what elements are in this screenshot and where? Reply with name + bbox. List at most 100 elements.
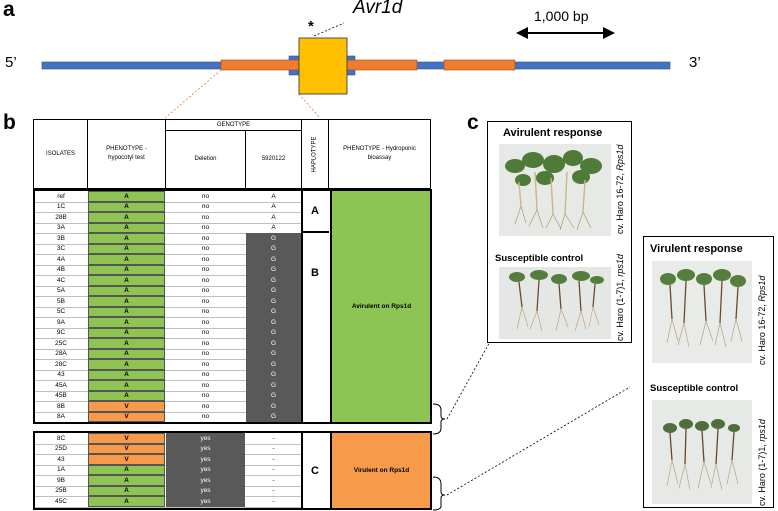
- deletion-cell: no: [201, 392, 210, 400]
- phenotype-cell: A: [88, 212, 165, 223]
- phenotype-cell: A: [88, 496, 165, 507]
- deletion-cell: no: [201, 308, 210, 316]
- deletion-cell: yes: [166, 485, 245, 496]
- snp-cell: G: [246, 317, 301, 328]
- phenotype-cell: A: [88, 306, 165, 317]
- phenotype-cell: A: [88, 233, 165, 244]
- snp-cell: G: [246, 380, 301, 391]
- avirulent-response-panel: Avirulent response Susceptible control: [487, 121, 632, 343]
- virulent-title: Virulent response: [650, 243, 743, 255]
- snp-cell: G: [246, 401, 301, 412]
- phenotype-cell: A: [88, 201, 165, 212]
- row-divider: [35, 285, 301, 287]
- hydroponic-virulent: Virulent on Rps1d: [330, 433, 431, 508]
- avirulent-top-cultivar-label: cv. Haro 16-72, Rps1d: [615, 144, 625, 234]
- row-divider: [35, 317, 301, 318]
- scale-arrow-left: [516, 27, 528, 39]
- isolate-cell: 5C: [56, 308, 66, 316]
- deletion-cell: no: [201, 192, 210, 200]
- phenotype-cell: A: [88, 348, 165, 359]
- row-divider: [35, 506, 301, 508]
- avr1d-leader: [313, 22, 345, 37]
- phenotype-cell: A: [88, 485, 165, 496]
- phenotype-cell: A: [88, 390, 165, 401]
- avr1d-box: [298, 37, 348, 95]
- gene-map: [41, 22, 671, 119]
- row-divider: [35, 369, 301, 371]
- phenotype-cell: A: [88, 380, 165, 391]
- haplotype-b: B: [311, 266, 319, 279]
- panel-c-label: c: [467, 111, 479, 134]
- phenotype-cell: A: [88, 222, 165, 233]
- deletion-cell: no: [201, 381, 210, 389]
- snp-cell: G: [246, 254, 301, 265]
- row-divider: [35, 359, 301, 360]
- gene-name-label: Avr1d: [353, 0, 403, 18]
- isolate-cell: 3B: [57, 234, 65, 242]
- phenotype-cell: V: [88, 401, 165, 412]
- isolate-cell: 28B: [55, 213, 67, 221]
- row-divider: [35, 243, 301, 245]
- deletion-cell: no: [201, 234, 210, 242]
- isolate-cell: ref: [57, 192, 65, 200]
- snp-cell: G: [246, 327, 301, 338]
- row-divider: [35, 201, 301, 203]
- phenotype-cell: V: [88, 433, 165, 444]
- avirulent-bottom-cultivar-label: cv. Haro (1-7)1, rps1d: [615, 254, 625, 341]
- phenotype-cell: A: [88, 243, 165, 254]
- snp-cell: G: [246, 233, 301, 244]
- deletion-cell: no: [201, 297, 210, 305]
- snp-cell: G: [246, 359, 301, 370]
- deletion-cell: no: [201, 213, 210, 221]
- deletion-cell: yes: [166, 464, 245, 475]
- deletion-cell: yes: [166, 443, 245, 454]
- snp-cell: -: [272, 445, 275, 453]
- deletion-cell: no: [201, 350, 210, 358]
- isolate-cell: 1A: [57, 466, 65, 474]
- exon-2: [443, 59, 516, 71]
- snp-cell: A: [271, 192, 276, 200]
- row-divider: [35, 411, 301, 413]
- deletion-cell: no: [201, 287, 210, 295]
- snp-cell: G: [246, 243, 301, 254]
- isolate-cell: 3A: [57, 224, 65, 232]
- snp-cell: -: [272, 497, 275, 505]
- dash-to-avirulent-panel: [446, 328, 498, 420]
- panel-a-label: a: [3, 0, 15, 21]
- phenotype-cell: A: [88, 296, 165, 307]
- isolate-cell: 3C: [56, 245, 66, 253]
- phenotype-cell: A: [88, 338, 165, 349]
- brace-block2: [432, 476, 446, 511]
- snp-cell: G: [246, 296, 301, 307]
- header-phenotype-hypocotyl: PHENOTYPE - hypocotyl test: [87, 119, 166, 189]
- isolate-cell: 45B: [55, 392, 67, 400]
- deletion-cell: no: [201, 224, 210, 232]
- isolate-cell: 43: [57, 371, 65, 379]
- virulent-susceptible-control-title: Susceptible control: [650, 383, 739, 394]
- virulent-photo-top: [652, 261, 752, 363]
- deletion-cell: no: [201, 318, 210, 326]
- phenotype-cell: A: [88, 317, 165, 328]
- snp-cell: A: [271, 224, 276, 232]
- isolate-cell: 8B: [57, 402, 65, 410]
- haplotype-c-divider: [301, 431, 303, 510]
- avirulent-title: Avirulent response: [503, 127, 603, 139]
- row-divider: [35, 296, 301, 297]
- row-divider: [35, 380, 301, 381]
- five-prime-label: 5’: [5, 54, 17, 71]
- phenotype-cell: V: [88, 454, 165, 465]
- deletion-cell: no: [201, 245, 210, 253]
- deletion-cell: no: [201, 402, 210, 410]
- isolate-cell: 9B: [57, 476, 65, 484]
- phenotype-cell: V: [88, 411, 165, 422]
- header-isolates: ISOLATES: [33, 119, 88, 189]
- row-divider: [35, 264, 301, 266]
- deletion-cell: no: [201, 266, 210, 274]
- deletion-cell: no: [201, 276, 210, 284]
- header-deletion: Deletion: [165, 130, 246, 189]
- phenotype-cell: A: [88, 475, 165, 486]
- block2-border: [33, 431, 432, 510]
- phenotype-cell: A: [88, 285, 165, 296]
- deletion-cell: no: [201, 413, 210, 421]
